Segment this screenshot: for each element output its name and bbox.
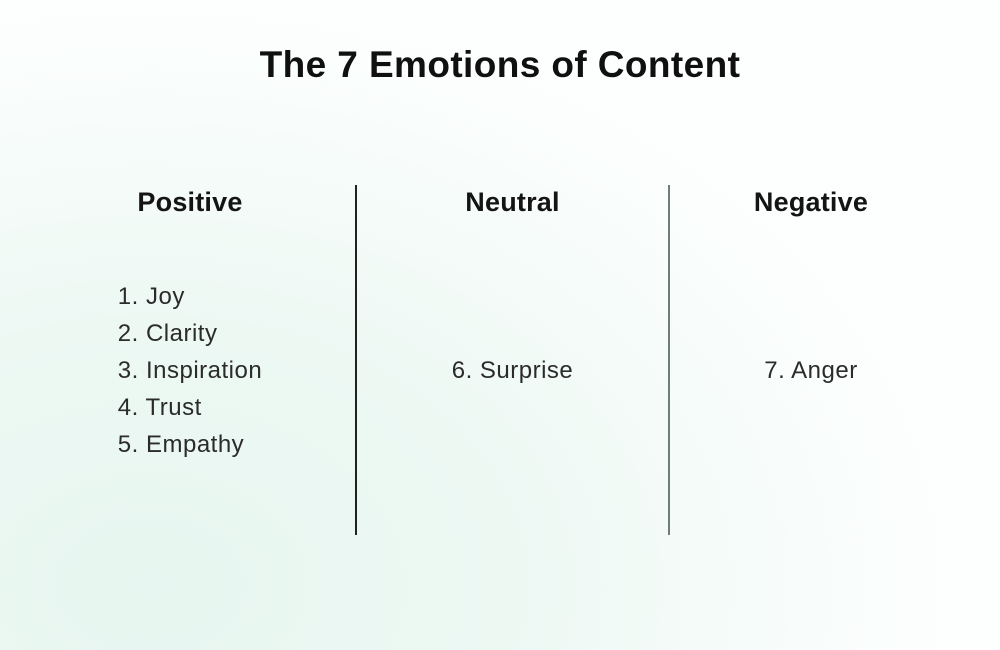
column-divider-right [668,185,670,535]
page-title: The 7 Emotions of Content [259,44,741,85]
emotion-table: Positive 1. Joy 2. Clarity 3. Inspiratio… [25,185,952,535]
emotion-item-inspiration: 3. Inspiration [117,357,263,384]
column-header-negative: Negative [753,187,869,217]
neutral-items: 6. Surprise [357,352,668,389]
emotion-item-joy: 1. Joy [117,283,185,310]
emotion-item-trust: 4. Trust [117,394,202,421]
emotion-item-anger: 7. Anger [764,357,858,384]
emotion-item-clarity: 2. Clarity [117,320,218,347]
negative-items: 7. Anger [670,352,952,389]
column-positive: Positive 1. Joy 2. Clarity 3. Inspiratio… [25,185,355,535]
column-negative: Negative 7. Anger [670,185,952,535]
emotion-item-empathy: 5. Empathy [117,431,245,458]
column-header-positive: Positive [137,187,243,217]
column-neutral: Neutral 6. Surprise [357,185,668,535]
positive-items: 1. Joy 2. Clarity 3. Inspiration 4. Trus… [25,278,355,463]
emotion-item-surprise: 6. Surprise [451,357,574,384]
column-divider-left [355,185,357,535]
column-header-neutral: Neutral [465,187,560,217]
